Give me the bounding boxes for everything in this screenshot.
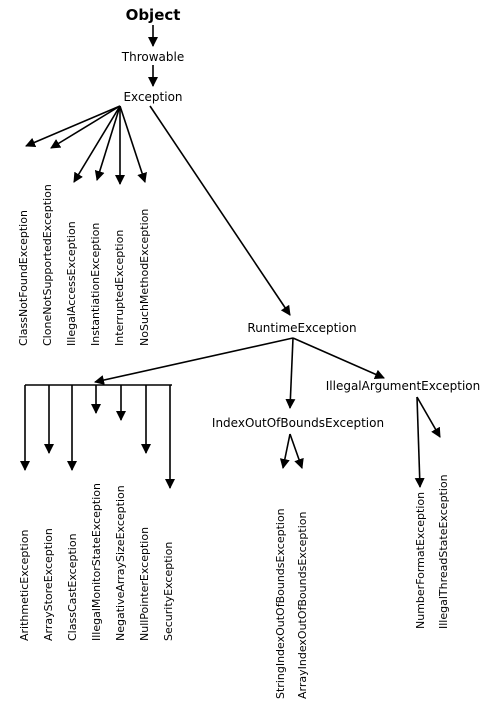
edge-illegalargument-numberformat <box>414 396 425 488</box>
edge-exception-illegalaccess <box>73 105 121 183</box>
node-illegal-access-exception: IllegalAccessException <box>65 221 78 346</box>
node-instantiation-exception: InstantiationException <box>89 223 102 346</box>
node-illegal-argument-exception: IllegalArgumentException <box>326 379 481 393</box>
node-object: Object <box>126 6 181 24</box>
edge-runtime-illegalargument <box>292 337 385 379</box>
node-array-index-out-of-bounds-exception: ArrayIndexOutOfBoundsException <box>296 512 309 699</box>
node-clone-not-supported-exception: CloneNotSupportedException <box>41 184 54 346</box>
edge-exception-classnotfound <box>25 105 121 148</box>
node-negative-array-size-exception: NegativeArraySizeException <box>114 485 127 641</box>
node-number-format-exception: NumberFormatException <box>414 492 427 629</box>
node-throwable: Throwable <box>121 50 184 64</box>
node-interrupted-exception: InterruptedException <box>113 230 126 346</box>
edge-runtime-indexoutofbounds <box>285 337 296 409</box>
node-class-cast-exception: ClassCastException <box>66 533 79 641</box>
node-security-exception: SecurityException <box>162 542 175 641</box>
node-no-such-method-exception: NoSuchMethodException <box>138 209 151 346</box>
node-index-out-of-bounds-exception: IndexOutOfBoundsException <box>212 416 384 430</box>
node-null-pointer-exception: NullPointerException <box>138 527 151 641</box>
edge-exception-clonenotsupported <box>50 105 121 149</box>
edge-indexoutofbounds-arrayindex <box>289 433 304 469</box>
node-illegal-thread-state-exception: IllegalThreadStateException <box>437 474 450 629</box>
edge-exception-nosuchmethod <box>119 105 147 183</box>
edge-illegalargument-illegalthreadstate <box>416 396 441 438</box>
edge-exception-runtime <box>149 105 291 316</box>
node-illegal-monitor-state-exception: IllegalMonitorStateException <box>90 483 103 641</box>
node-array-store-exception: ArrayStoreException <box>42 528 55 641</box>
node-runtime-exception: RuntimeException <box>247 321 356 335</box>
node-arithmetic-exception: ArithmeticException <box>18 530 31 641</box>
edge-exception-instantiation <box>94 105 121 181</box>
edge-indexoutofbounds-stringindex <box>279 433 291 469</box>
edge-runtime-bus <box>94 337 294 385</box>
node-string-index-out-of-bounds-exception: StringIndexOutOfBoundsException <box>274 508 287 699</box>
node-class-not-found-exception: ClassNotFoundException <box>17 210 30 346</box>
node-exception: Exception <box>123 90 182 104</box>
